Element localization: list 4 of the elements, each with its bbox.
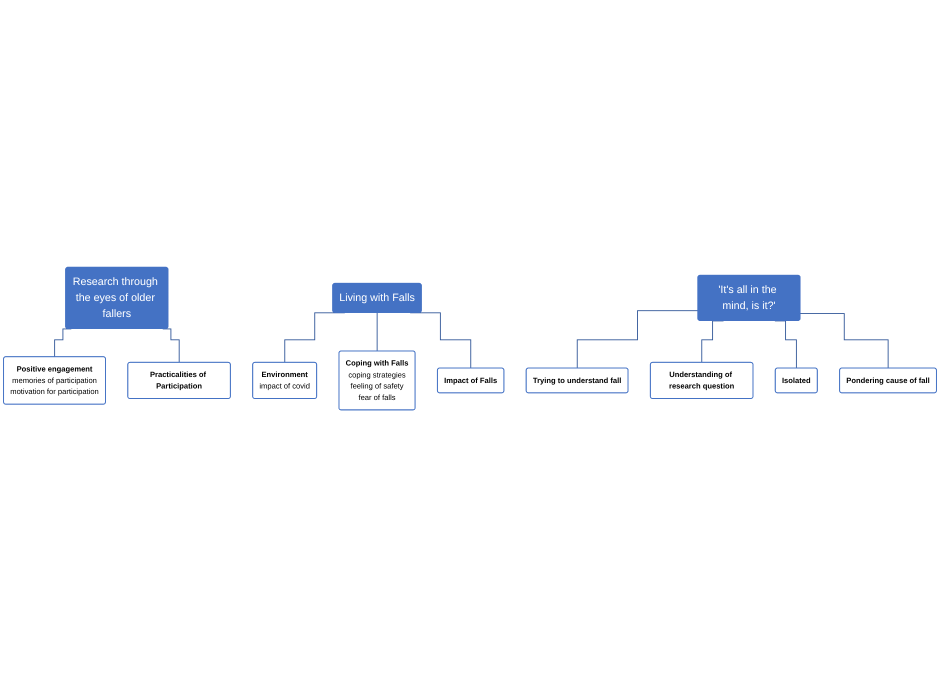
connector [576,310,698,369]
connector [162,328,180,364]
connector [800,313,889,369]
connector [376,312,378,352]
